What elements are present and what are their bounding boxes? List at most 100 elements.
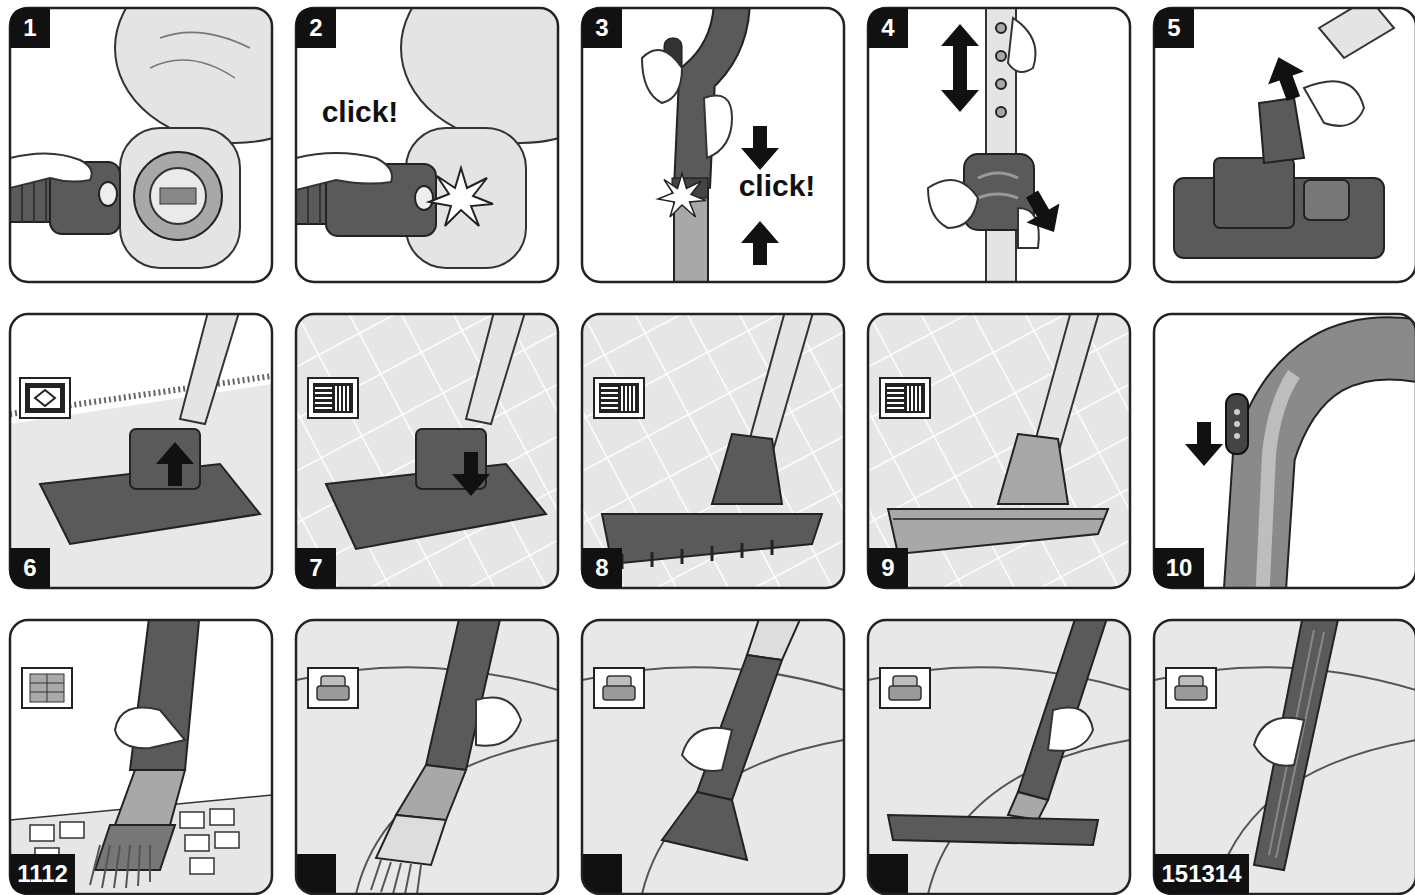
panel-attach-nozzle	[1154, 0, 1415, 282]
panel-dusting-brush-part-part-part	[190, 858, 214, 874]
panel-parquet-nozzle-alt	[868, 304, 1130, 588]
step-number: 7	[296, 548, 336, 588]
panel-parquet-nozzle-alt-part-part	[893, 518, 1103, 520]
panel-attach-nozzle-part-part	[1304, 81, 1364, 126]
panel-parquet-nozzle-part-part	[582, 314, 844, 588]
panel-carpet-mode-part	[10, 314, 272, 588]
step-number: 1112	[10, 854, 75, 894]
panel-attach-nozzle-part	[1154, 8, 1415, 282]
panel-suction-slider-part-part	[1234, 421, 1240, 427]
panel-connect-hose-part-part	[150, 32, 250, 78]
panel-carpet-mode-part-part	[10, 314, 272, 588]
panel-telescopic-tube-part-part	[996, 79, 1006, 89]
panel-telescopic-tube-part	[928, 8, 1070, 282]
panel-small-nozzle-part-part	[888, 815, 1098, 845]
panel-hose-click-part-part	[296, 153, 392, 190]
panel-carpet-mode-part-part	[35, 390, 55, 406]
panel-tube-click-part	[582, 8, 844, 282]
step-number: 3	[582, 8, 622, 48]
panel-carpet-mode-part-part	[180, 314, 240, 424]
panel-upholstery-nozzle-part-part	[747, 620, 802, 660]
panel-dusting-brush-part-part-part	[215, 832, 239, 848]
panel-upholstery-brush-part-part	[396, 765, 466, 820]
panel-telescopic-tube-part-part	[1008, 18, 1036, 72]
panel-telescopic-tube-part-part	[941, 68, 979, 112]
panel-telescopic-tube-part-part	[978, 173, 1018, 198]
panel-upholstery-brush-part-part	[376, 815, 446, 865]
panel-hard-floor-mode-part	[296, 314, 558, 588]
panel-small-nozzle-part-part	[880, 668, 930, 708]
panel-crevice-tool-part	[1154, 620, 1415, 894]
panel-hose-click-part-part	[401, 8, 558, 143]
panel-parquet-nozzle-alt-part	[868, 314, 1130, 588]
panel-crevice-tool-part	[1154, 620, 1415, 894]
panel-connect-hose-part-part	[150, 168, 206, 224]
panel-suction-slider	[1154, 314, 1415, 604]
panel-attach-nozzle-part-part	[1214, 158, 1294, 228]
panel-parquet-nozzle-alt-part	[868, 314, 1130, 588]
panel-small-nozzle-part	[868, 620, 1130, 894]
step-number: 2	[296, 8, 336, 48]
panel-small-nozzle-part-part	[1008, 792, 1048, 820]
panel-upholstery-brush-part	[296, 620, 558, 894]
panel-dusting-brush-part-part	[90, 845, 150, 888]
step-number: 1	[10, 8, 50, 48]
panel-carpet-mode-part-part	[156, 442, 194, 486]
step-number: 8	[582, 548, 622, 588]
panel-upholstery-nozzle-part-part	[582, 620, 844, 894]
panel-hose-click-part-part	[415, 186, 433, 210]
panel-dusting-brush-part-part-part	[30, 825, 54, 841]
panel-telescopic-tube-part-part	[996, 51, 1006, 61]
panel-connect-hose-part	[10, 8, 272, 282]
panel-parquet-nozzle-alt-part-part	[1033, 314, 1100, 454]
panel-tube-click-part-part	[704, 96, 732, 159]
panel-parquet-nozzle-part-part	[747, 314, 814, 454]
panel-suction-slider-part-part	[1234, 409, 1240, 415]
panel-parquet-nozzle-part-part	[712, 434, 782, 504]
panel-dusting-brush-part-part	[30, 674, 64, 702]
panel-upholstery-nozzle-part-part	[662, 792, 747, 860]
panel-suction-slider-part-part	[1262, 374, 1294, 588]
panel-parquet-nozzle-alt-part-part	[888, 509, 1108, 554]
panel-upholstery-nozzle-part	[582, 620, 844, 894]
panel-upholstery-nozzle	[582, 610, 844, 894]
panel-hard-floor-mode-part	[296, 314, 558, 588]
panel-parquet-nozzle-alt-part-part	[880, 378, 930, 418]
panel-hard-floor-mode-part-part	[296, 314, 558, 588]
panel-hard-floor-mode-part-part	[466, 314, 526, 424]
panel-telescopic-tube-part	[868, 8, 1130, 282]
panel-tube-click-part	[642, 8, 779, 282]
panel-suction-slider-part-part	[1226, 394, 1248, 454]
panel-parquet-nozzle-alt-part-part	[868, 314, 1130, 588]
click-callout: click!	[305, 92, 415, 132]
panel-hose-click-part	[296, 8, 558, 268]
panel-dusting-brush-part-part	[30, 674, 64, 702]
panel-tube-click	[582, 0, 844, 288]
panel-hard-floor-mode-part-part	[308, 378, 358, 418]
panel-crevice-tool-part-part	[1254, 718, 1304, 766]
panel-upholstery-nozzle-part-part	[594, 668, 644, 708]
panel-parquet-nozzle-part-part	[594, 378, 644, 418]
panel-small-nozzle-part-part	[868, 667, 1130, 894]
panel-dusting-brush-part	[10, 620, 272, 894]
panel-tube-click-part-part	[658, 174, 706, 218]
panel-carpet-mode-part-part	[30, 388, 60, 408]
panel-crevice-tool-part-part	[1254, 620, 1339, 870]
panel-connect-hose-part-part	[120, 128, 240, 268]
panel-upholstery-brush	[296, 610, 558, 894]
panel-suction-slider-part-part	[1254, 348, 1415, 588]
panel-connect-hose	[0, 0, 355, 282]
panel-parquet-nozzle-part	[582, 314, 844, 588]
panel-connect-hose-part-part	[99, 182, 117, 206]
panel-suction-slider-part-part	[1185, 422, 1223, 466]
panel-dusting-brush-part-part-part	[185, 835, 209, 851]
panel-carpet-mode	[10, 304, 272, 588]
panel-telescopic-tube	[868, 0, 1130, 298]
panel-connect-hose-part-part	[134, 152, 222, 240]
panel-parquet-nozzle	[582, 304, 844, 588]
panel-hose-click-part-part	[406, 128, 526, 268]
panel-tube-click-part-part	[692, 8, 732, 188]
panel-carpet-mode-part	[10, 314, 272, 588]
